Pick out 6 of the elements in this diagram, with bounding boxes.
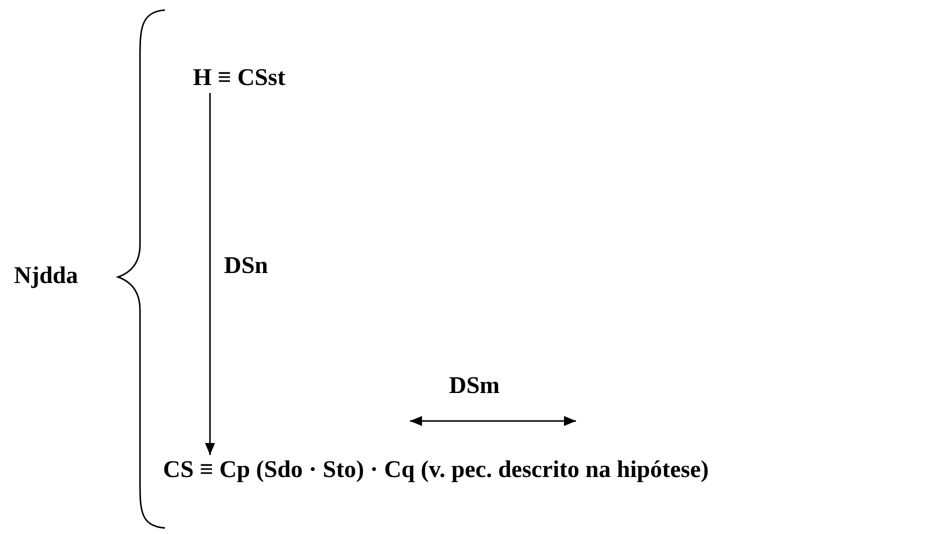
formula-text: H ≡ CSst <box>193 63 286 93</box>
formula-text: CS ≡ Cp (Sdo · Sto) · Cq (v. pec. descrito na hipótese) <box>163 455 709 485</box>
arrow <box>205 93 215 455</box>
bracket-label: DSm <box>449 372 500 401</box>
edge-label: DSn <box>224 252 268 281</box>
bracket-label: Njdda <box>14 262 78 291</box>
